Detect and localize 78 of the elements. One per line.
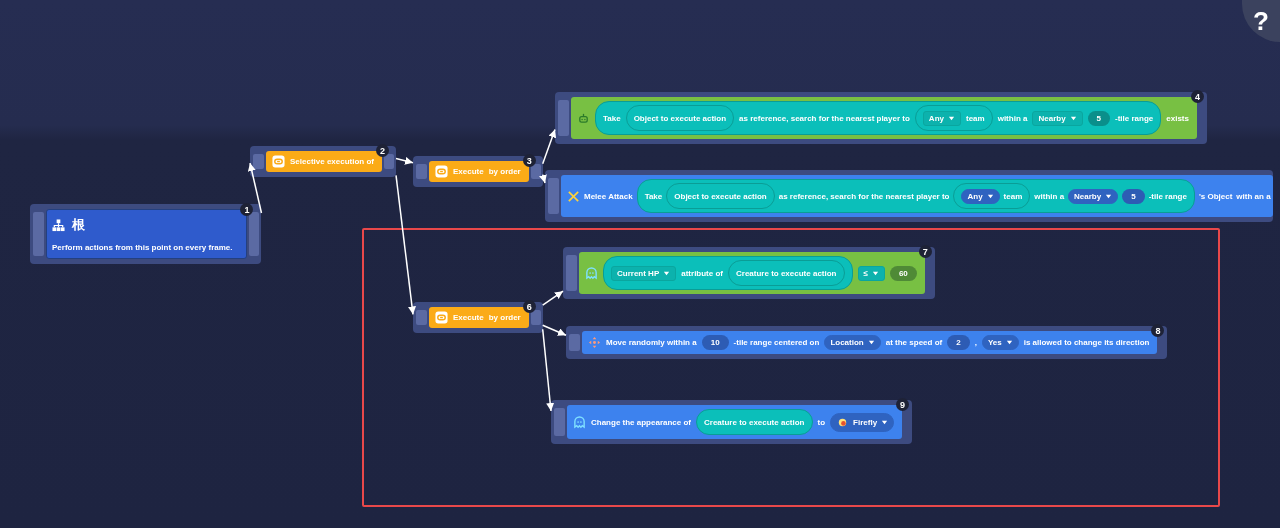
block-label: 's Object xyxy=(1198,191,1233,201)
number-badge: 9 xyxy=(896,398,910,411)
block-label: Take xyxy=(644,191,663,201)
dropdown-field: Nearby xyxy=(1068,188,1119,204)
arrow xyxy=(247,162,263,214)
number-badge: 6 xyxy=(522,300,536,313)
block-label: Move randomly within a xyxy=(606,338,697,347)
arrow xyxy=(541,328,555,412)
block-label: team xyxy=(966,113,985,123)
block-label: attribute of xyxy=(681,268,723,278)
dropdown-field: Nearby xyxy=(1032,110,1083,126)
number-field: 2 xyxy=(947,335,970,350)
condition-block xyxy=(555,92,1207,144)
block-label: Take xyxy=(603,113,621,123)
arrow xyxy=(395,174,416,316)
number-badge: 1 xyxy=(240,203,254,216)
number-badge: 2 xyxy=(376,144,390,157)
block-label: as reference, search for the nearest player to xyxy=(778,191,950,201)
help-button: ? xyxy=(1242,0,1280,42)
action-block xyxy=(545,170,1273,222)
arrow xyxy=(395,156,414,165)
control-block xyxy=(413,302,543,333)
parameter-pill xyxy=(603,256,853,290)
block-label: , xyxy=(974,338,977,347)
block-label: to xyxy=(817,417,826,427)
action-block xyxy=(551,400,913,444)
number-badge: 4 xyxy=(1190,90,1204,103)
root-block xyxy=(30,204,262,264)
block-label: Execute xyxy=(453,313,484,322)
block-label: exists xyxy=(1166,113,1189,123)
parameter-pill: Object to execute action xyxy=(666,183,775,209)
block-label: Melee Attack xyxy=(584,191,633,201)
block-label: by order xyxy=(488,313,521,322)
number-badge: 3 xyxy=(522,154,536,167)
block-label: with an a xyxy=(1236,191,1271,201)
block-label: team xyxy=(1003,191,1023,201)
dropdown-field: Yes xyxy=(981,335,1019,350)
block-label: -tile range xyxy=(1148,191,1187,201)
block-label: within a xyxy=(1034,191,1065,201)
parameter-pill: Object to execute action xyxy=(625,105,735,131)
block-label: -tile range xyxy=(1115,113,1154,123)
block-label: -tile range centered on xyxy=(733,338,820,347)
block-label: Change the appearance of xyxy=(591,417,692,427)
parameter-pill: Creature to execute action xyxy=(728,260,845,286)
block-label: by order xyxy=(488,167,521,176)
control-block xyxy=(413,156,543,187)
dropdown-field: Any xyxy=(922,110,961,126)
arrow xyxy=(541,290,564,306)
block-label: is allowed to change its direction xyxy=(1023,338,1150,347)
block-label: within a xyxy=(997,113,1028,123)
parameter-pill: Creature to execute action xyxy=(696,409,813,435)
number-field: 60 xyxy=(889,265,917,281)
number-badge: 7 xyxy=(918,245,932,258)
dropdown-field: ≤ xyxy=(857,265,885,281)
number-badge: 8 xyxy=(1151,324,1165,337)
number-field: 5 xyxy=(1122,188,1145,204)
block-description: Perform actions from this point on every frame. xyxy=(52,243,233,252)
dropdown-field: Any xyxy=(961,188,1000,204)
number-field: 10 xyxy=(701,335,729,350)
dropdown-field: Location xyxy=(824,335,881,350)
dropdown-field: Current HP xyxy=(611,265,677,281)
dropdown-field: Firefly xyxy=(830,412,895,432)
arrow xyxy=(541,324,567,336)
block-label: as reference, search for the nearest player to xyxy=(739,113,910,123)
parameter-pill xyxy=(914,105,993,131)
arrow xyxy=(541,128,557,165)
block-label: Execute xyxy=(453,167,484,176)
block-label: at the speed of xyxy=(885,338,943,347)
parameter-pill xyxy=(595,101,1162,135)
arrow xyxy=(539,173,547,184)
number-field: 5 xyxy=(1087,110,1111,126)
control-block xyxy=(250,146,397,177)
action-block xyxy=(566,326,1168,359)
block-label: Selective execution of xyxy=(290,157,375,166)
parameter-pill xyxy=(636,179,1195,213)
condition-block xyxy=(563,247,935,299)
block-title: 根 xyxy=(72,216,85,234)
parameter-pill xyxy=(953,183,1031,209)
